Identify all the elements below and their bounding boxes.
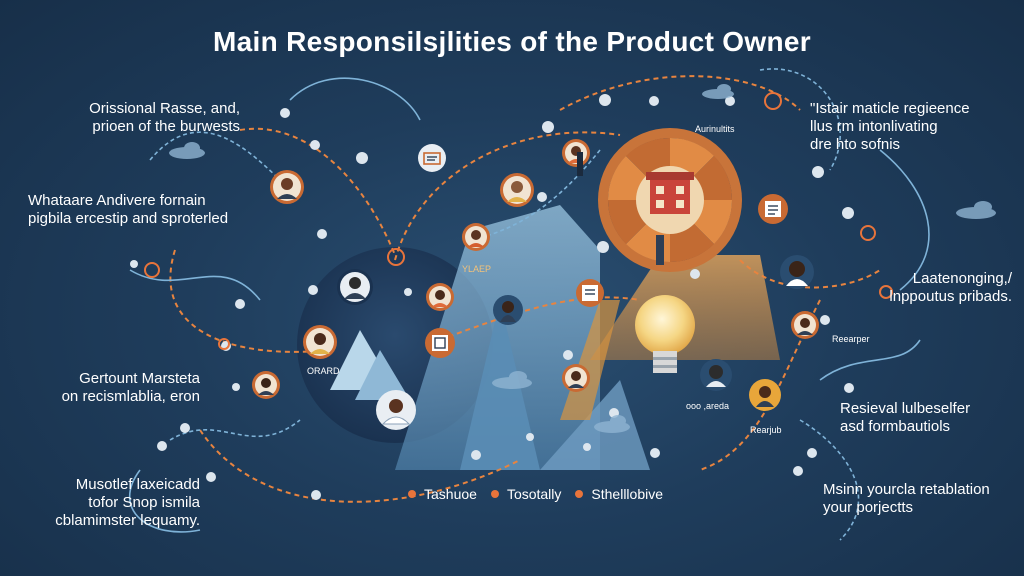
label-line: dre hto sofnis — [810, 136, 901, 153]
network-nodes — [130, 94, 854, 500]
small-label: YLAEP — [462, 264, 492, 274]
label-line: Msinn yourcla retablation — [823, 481, 990, 498]
label-line: pigbila ercestip and sproterled — [28, 210, 229, 227]
label-mid-left: Whataare Andivere fornain pigbila ercest… — [28, 192, 228, 228]
label-line: cblamimster lequamy. — [55, 512, 200, 529]
small-label: ORARD — [307, 366, 340, 376]
avatar — [303, 325, 337, 359]
document-icon — [418, 144, 446, 172]
label-line: asd formbautiols — [840, 418, 951, 435]
legend: Tashuoe Tosotally Sthelllobive — [408, 486, 663, 502]
avatar — [493, 295, 523, 325]
label-bottom-left: Musotlef laxeicadd tofor Snop ismila cbl… — [55, 476, 200, 530]
label-line: Musotlef laxeicadd — [75, 476, 200, 493]
label-line: llus rm intonlivating — [810, 118, 938, 135]
idea-bulb — [635, 295, 695, 373]
label-line: on recismlablia, eron — [61, 388, 200, 405]
mountain-ridge — [540, 380, 650, 470]
document-icon — [758, 194, 788, 224]
label-line: lnppoutus pribads. — [889, 288, 1012, 305]
avatar — [270, 170, 304, 204]
label-bottom-right: Msinn yourcla retablation your porjectts — [823, 481, 990, 517]
legend-dot-icon — [408, 490, 416, 498]
label-line: Whataare Andivere fornain — [28, 192, 206, 209]
label-line: tofor Snop ismila — [88, 494, 200, 511]
small-label: ooo ,areda — [686, 401, 730, 411]
avatar — [337, 269, 373, 305]
document-icon — [576, 279, 604, 307]
label-line: Resieval lulbeselfer — [840, 400, 971, 417]
label-line: Gertount Marsteta — [79, 370, 200, 387]
avatar — [500, 173, 534, 207]
avatar — [376, 390, 416, 430]
legend-label: Sthelllobive — [591, 486, 664, 502]
label-mid-right: Laatenonging,/ lnppoutus pribads. — [889, 270, 1012, 306]
small-label: Rearjub — [750, 425, 782, 435]
label-line: Laatenonging,/ — [912, 270, 1012, 287]
legend-dot-icon — [490, 490, 499, 498]
avatar — [791, 311, 819, 339]
avatar — [749, 379, 781, 411]
legend-label: Tosotally — [506, 486, 562, 502]
avatar — [700, 359, 732, 391]
label-top-right: "Istair maticle regieence llus rm intonl… — [810, 100, 970, 154]
label-lower-left: Gertount Marsteta on recismlablia, eron — [62, 370, 200, 406]
small-label: Aurinultits — [695, 124, 735, 134]
person-figure — [656, 235, 664, 265]
person-figure — [577, 152, 583, 176]
avatar — [780, 255, 814, 289]
legend-item: Tosotally — [490, 486, 562, 502]
legend-dot-icon — [575, 490, 584, 498]
label-top-left: Orissional Rasse, and, prioen of the bur… — [89, 100, 240, 136]
small-label: Reearper — [832, 334, 870, 344]
mountain-ridge — [355, 350, 410, 400]
legend-item: Tashuoe — [408, 486, 477, 502]
avatar — [426, 283, 454, 311]
strategy-wheel — [598, 128, 742, 272]
label-line: Orissional Rasse, and, — [89, 100, 240, 117]
label-lower-right: Resieval lulbeselfer asd formbautiols — [840, 400, 970, 436]
avatar — [462, 223, 490, 251]
page-title: Main Responsilsjlities of the Product Ow… — [213, 26, 811, 57]
legend-label: Tashuoe — [424, 486, 477, 502]
document-icon — [425, 328, 455, 358]
legend-item: Sthelllobive — [575, 486, 663, 502]
label-line: prioen of the burwests — [92, 118, 240, 135]
avatar — [252, 371, 280, 399]
avatar — [562, 139, 590, 167]
label-line: "Istair maticle regieence — [810, 100, 970, 117]
cloud-icon — [169, 84, 996, 433]
avatar — [562, 364, 590, 392]
highlight-nodes — [144, 92, 893, 350]
label-line: your porjectts — [823, 499, 914, 516]
